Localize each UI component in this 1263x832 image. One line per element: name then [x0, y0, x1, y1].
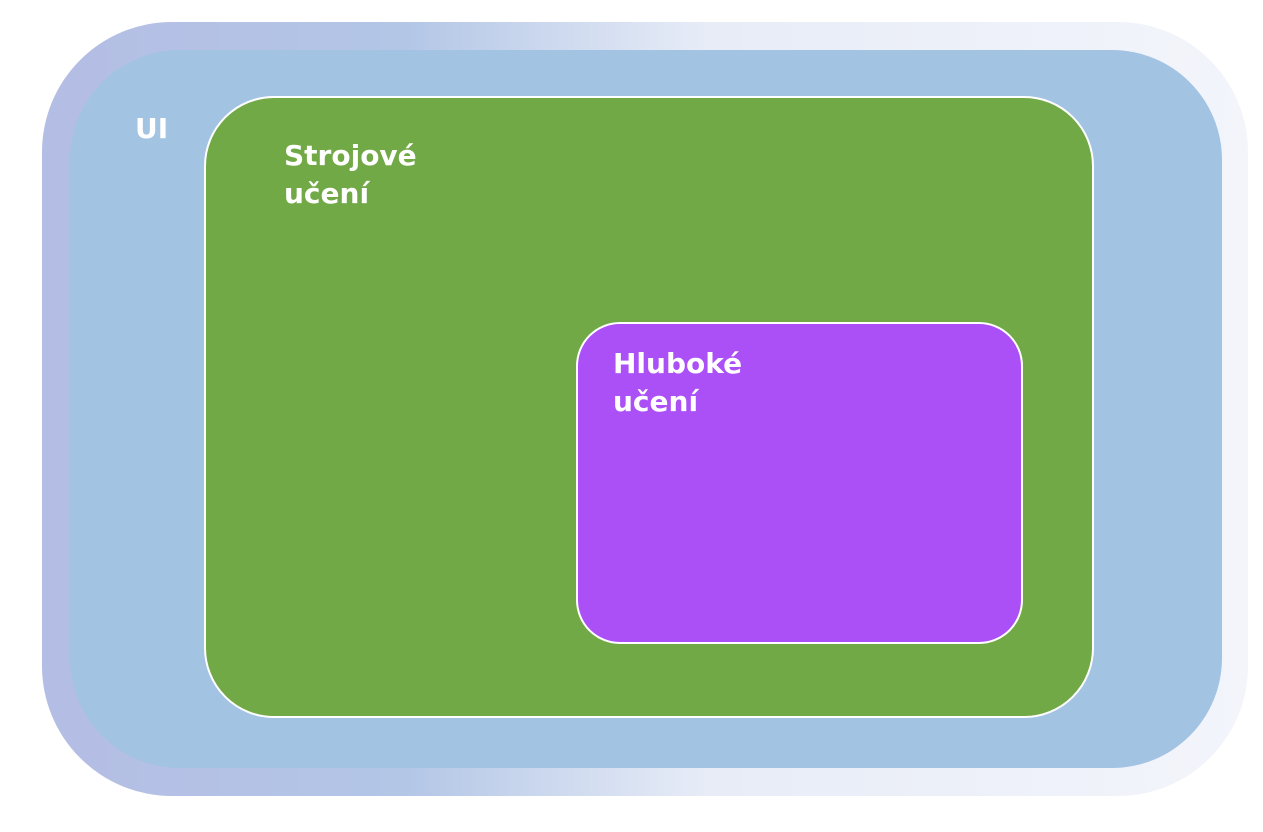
machine-learning-label: Strojové učení	[284, 139, 417, 210]
ai-label: UI	[135, 112, 169, 145]
deep-learning-region	[576, 322, 1023, 644]
deep-learning-label: Hluboké učení	[613, 347, 743, 418]
